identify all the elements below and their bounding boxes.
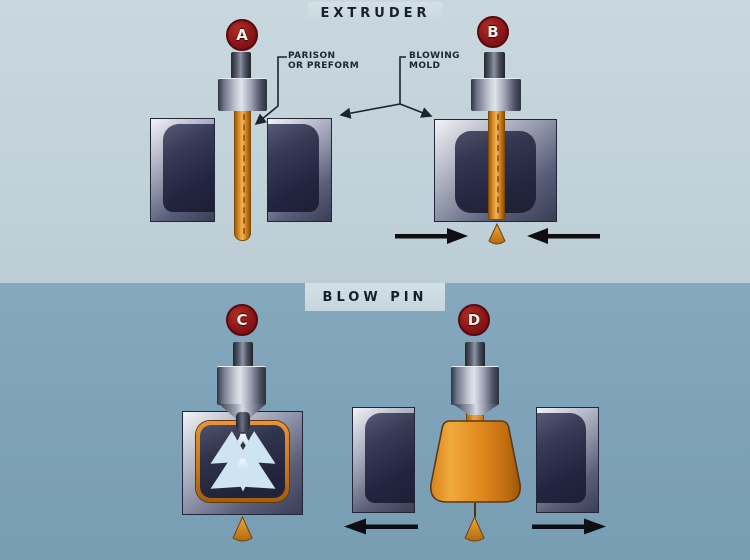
inward-arrow-right-icon <box>527 228 600 244</box>
stage-b-letter: B <box>487 23 499 41</box>
stage-d-pinch-drop <box>464 516 485 542</box>
stage-d-blown-bottle <box>430 420 521 503</box>
stage-a-letter: A <box>236 26 248 44</box>
stage-d-bottle-tail <box>474 503 476 517</box>
blowing-mold-label-line2: MOLD <box>409 61 441 71</box>
inward-arrow-left-icon <box>395 228 468 244</box>
stage-d-mold-half-left <box>352 407 415 513</box>
blow-pin-title: BLOW PIN <box>322 289 428 305</box>
stage-d-mold-half-right <box>536 407 599 513</box>
extruder-title: EXTRUDER <box>320 6 431 21</box>
stage-d-blow-pin-nozzle <box>453 404 499 415</box>
stage-d-blow-pin-head <box>451 366 499 405</box>
stage-d-mold-cavity-left <box>365 413 414 503</box>
stage-c-blow-pin-head <box>217 366 266 405</box>
stage-a-mold-cavity-right <box>268 124 319 212</box>
stage-c-badge: C <box>226 304 258 336</box>
stage-a-badge: A <box>226 19 258 51</box>
extruder-section-background <box>0 0 750 283</box>
stage-a-parison <box>234 109 251 241</box>
stage-a-extruder-shaft <box>231 52 251 79</box>
stage-d-badge: D <box>458 304 490 336</box>
stage-b-extruder-shaft <box>484 52 505 79</box>
stage-a-mold-cavity-left <box>163 124 214 212</box>
stage-c-pinch-drop <box>232 516 253 542</box>
air-flow-icon <box>210 428 276 492</box>
stage-c-blow-pin-tip <box>236 412 250 432</box>
parison-label-line2: OR PREFORM <box>288 61 360 71</box>
outward-arrow-left-icon <box>344 518 418 535</box>
stage-d-mold-cavity-right <box>537 413 586 503</box>
extruder-title-box: EXTRUDER <box>308 2 443 25</box>
stage-c-letter: C <box>236 311 248 329</box>
outward-arrow-right-icon <box>532 518 606 535</box>
stage-b-extruder-head <box>471 78 521 111</box>
stage-b-pinch-drop <box>488 223 506 245</box>
stage-d-letter: D <box>467 311 481 329</box>
stage-b-parison <box>488 109 505 220</box>
blow-pin-title-box: BLOW PIN <box>305 283 445 311</box>
stage-a-extruder-head <box>218 78 267 111</box>
stage-c-blow-pin-shaft <box>233 342 253 367</box>
stage-d-blow-pin-shaft <box>465 342 485 367</box>
stage-b-badge: B <box>477 16 509 48</box>
blowing-mold-label-line1: BLOWING <box>409 51 460 61</box>
stage-a-mold-half-left <box>150 118 215 222</box>
parison-label-line1: PARISON <box>288 51 336 61</box>
blowing-mold-label: BLOWING MOLD <box>409 51 460 71</box>
stage-a-mold-half-right <box>267 118 332 222</box>
parison-label: PARISON OR PREFORM <box>288 51 359 71</box>
